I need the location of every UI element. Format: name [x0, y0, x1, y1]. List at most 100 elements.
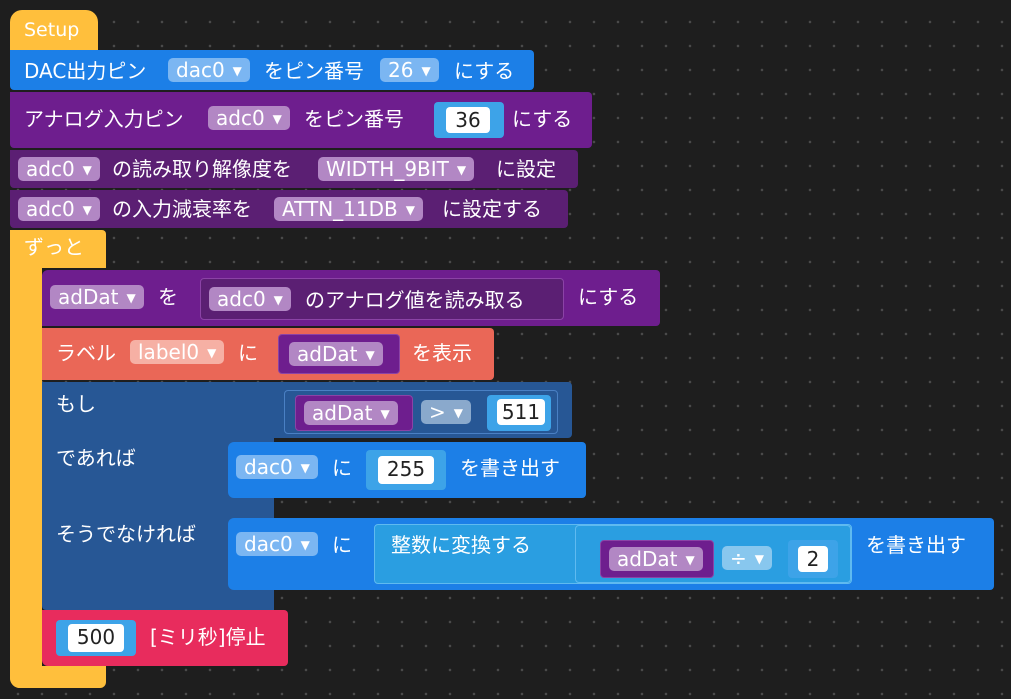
chevron-down-icon: ▼ — [456, 163, 467, 177]
label-show-var-block[interactable]: adDat ▼ — [278, 334, 400, 374]
adc-pin-dropdown-value: adc0 — [216, 106, 265, 130]
loop-block-footer — [10, 666, 106, 688]
chevron-down-icon: ▼ — [273, 293, 283, 307]
compare-operator-value: > — [429, 400, 446, 424]
label-show-var-value: adDat — [297, 342, 358, 366]
divide-block[interactable]: adDat▼ ÷▼ 2 — [575, 525, 851, 583]
chevron-down-icon: ▼ — [365, 348, 375, 362]
chevron-down-icon: ▼ — [300, 538, 310, 552]
int-convert-block[interactable]: 整数に変換する adDat▼ ÷▼ 2 — [374, 524, 852, 584]
adc-atten-pin-dropdown[interactable]: adc0 ▼ — [18, 197, 100, 221]
chevron-down-icon: ▼ — [82, 203, 92, 217]
write-else-pin-value: dac0 — [244, 532, 293, 556]
compare-block[interactable]: adDat▼ >▼ 511 — [284, 390, 558, 434]
label-show-prefix: ラベル — [56, 341, 116, 365]
compare-operator-dropdown[interactable]: >▼ — [421, 400, 471, 424]
analog-read-label: のアナログ値を読み取る — [305, 288, 525, 312]
write-then-number-input[interactable]: 255 — [378, 456, 434, 484]
compare-var-block[interactable]: adDat ▼ — [295, 395, 413, 431]
adc-pin-mid: をピン番号 — [304, 107, 404, 131]
then-label: であれば — [56, 446, 136, 470]
loop-block-header[interactable]: ずっと — [10, 230, 106, 268]
dac-pin-number-value: 26 — [388, 58, 414, 82]
label-show-var-dropdown[interactable]: adDat ▼ — [289, 342, 383, 366]
else-label: そうでなければ — [56, 522, 196, 546]
dac-pin-mid: をピン番号 — [264, 59, 364, 83]
setup-label: Setup — [24, 19, 80, 41]
adc-atten-mid: の入力減衰率を — [112, 197, 252, 221]
chevron-down-icon: ▼ — [380, 407, 390, 421]
chevron-down-icon: ▼ — [685, 553, 695, 567]
delay-label: [ミリ秒]停止 — [150, 625, 266, 649]
compare-var-dropdown[interactable]: adDat ▼ — [304, 401, 398, 425]
adc-pin-prefix: アナログ入力ピン — [24, 107, 184, 131]
adc-width-pin-dropdown[interactable]: adc0 ▼ — [18, 157, 100, 181]
adc-pin-block[interactable]: アナログ入力ピン adc0 ▼ をピン番号 36 にする — [10, 92, 592, 148]
label-show-label-dropdown[interactable]: label0 ▼ — [130, 340, 225, 364]
adc-atten-pin-value: adc0 — [26, 197, 75, 221]
dac-pin-prefix: DAC出力ピン — [24, 59, 147, 83]
write-else-ni: に — [332, 533, 352, 557]
adc-pin-number-input[interactable]: 36 — [446, 107, 490, 133]
divide-var-dropdown[interactable]: adDat ▼ — [609, 547, 703, 571]
analog-read-block[interactable]: adc0 ▼ のアナログ値を読み取る — [200, 278, 564, 320]
loop-label: ずっと — [24, 235, 84, 259]
write-then-pin-value: dac0 — [244, 455, 293, 479]
dac-pin-number-dropdown[interactable]: 26 ▼ — [380, 58, 439, 82]
label-show-ni: に — [238, 341, 258, 365]
dac-pin-suffix: にする — [454, 59, 515, 83]
if-label: もし — [56, 392, 96, 416]
adc-atten-suffix: に設定する — [442, 197, 542, 221]
chevron-down-icon: ▼ — [126, 291, 136, 305]
divide-var-block[interactable]: adDat ▼ — [600, 540, 714, 578]
divide-var-value: adDat — [617, 547, 678, 571]
adc-pin-dropdown[interactable]: adc0 ▼ — [208, 106, 290, 130]
chevron-down-icon: ▼ — [421, 64, 431, 78]
label-show-block[interactable]: ラベル label0 ▼ に adDat ▼ を表示 — [42, 328, 494, 380]
dac-pin-dropdown-value: dac0 — [176, 58, 225, 82]
adc-width-block[interactable]: adc0▼ の読み取り解像度を WIDTH_9BIT▼ に設定 — [10, 150, 578, 188]
delay-block[interactable]: 500 [ミリ秒]停止 — [42, 610, 288, 666]
label-show-suffix: を表示 — [412, 341, 472, 365]
write-else-block[interactable]: dac0▼ に 整数に変換する adDat▼ ÷▼ 2 を書き出す — [228, 518, 994, 590]
divide-number-input[interactable]: 2 — [798, 546, 828, 572]
adc-width-mid: の読み取り解像度を — [112, 157, 292, 181]
write-else-suffix: を書き出す — [866, 533, 966, 557]
write-then-block[interactable]: dac0 ▼ に 255 を書き出す — [228, 442, 586, 498]
assign-var-dropdown[interactable]: adDat▼ — [50, 285, 144, 309]
adc-width-value-dropdown[interactable]: WIDTH_9BIT ▼ — [318, 157, 475, 181]
analog-read-pin-dropdown[interactable]: adc0 ▼ — [209, 287, 291, 311]
chevron-down-icon: ▼ — [272, 112, 282, 126]
loop-block-arm — [10, 266, 42, 688]
assign-block[interactable]: adDat▼ を adc0 ▼ のアナログ値を読み取る にする — [42, 270, 660, 326]
adc-atten-value-dropdown[interactable]: ATTN_11DB ▼ — [274, 197, 423, 221]
adc-width-pin-value: adc0 — [26, 157, 75, 181]
divide-operator-dropdown[interactable]: ÷▼ — [722, 546, 772, 570]
divide-operator-value: ÷ — [730, 546, 747, 570]
write-then-pin-dropdown[interactable]: dac0 ▼ — [236, 455, 318, 479]
compare-number-input[interactable]: 511 — [497, 399, 545, 425]
chevron-down-icon: ▼ — [453, 406, 463, 420]
label-show-label-value: label0 — [138, 340, 200, 364]
chevron-down-icon: ▼ — [754, 552, 764, 566]
dac-pin-dropdown[interactable]: dac0 ▼ — [168, 58, 250, 82]
assign-suffix: にする — [578, 285, 639, 309]
setup-hat-block[interactable]: Setup — [10, 10, 98, 54]
dac-pin-block[interactable]: DAC出力ピン dac0 ▼ をピン番号 26 ▼ にする — [10, 50, 534, 90]
delay-number-input[interactable]: 500 — [68, 624, 124, 652]
chevron-down-icon: ▼ — [300, 461, 310, 475]
chevron-down-icon: ▼ — [207, 346, 217, 360]
chevron-down-icon: ▼ — [405, 203, 415, 217]
adc-width-value: WIDTH_9BIT — [326, 157, 449, 181]
write-else-pin-dropdown[interactable]: dac0 ▼ — [236, 532, 318, 556]
chevron-down-icon: ▼ — [82, 163, 92, 177]
assign-wo: を — [158, 285, 178, 309]
adc-atten-block[interactable]: adc0 ▼ の入力減衰率を ATTN_11DB ▼ に設定する — [10, 190, 568, 228]
write-then-suffix: を書き出す — [460, 456, 560, 480]
analog-read-pin-value: adc0 — [217, 287, 266, 311]
chevron-down-icon: ▼ — [232, 64, 242, 78]
adc-atten-value: ATTN_11DB — [282, 197, 398, 221]
compare-var-value: adDat — [312, 401, 373, 425]
adc-pin-suffix: にする — [512, 107, 573, 131]
write-then-ni: に — [332, 456, 352, 480]
